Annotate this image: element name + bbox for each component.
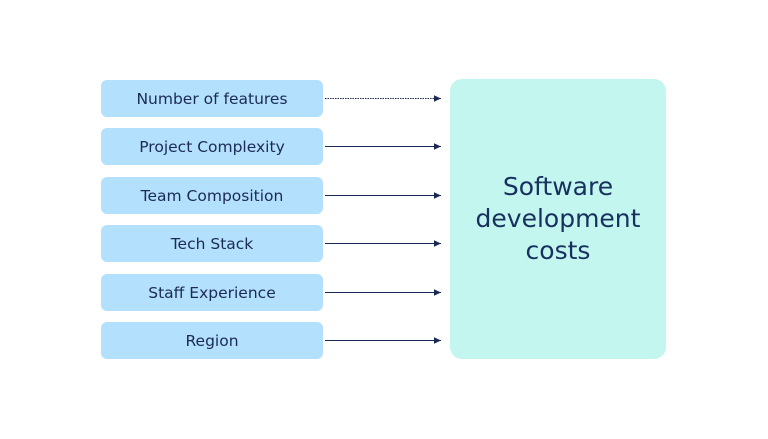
factor-tech-stack: Tech Stack <box>101 225 323 262</box>
factor-region: Region <box>101 322 323 359</box>
factor-staff-experience: Staff Experience <box>101 274 323 311</box>
target-label: Software development costs <box>475 172 641 265</box>
software-development-costs-box: Software development costs <box>450 79 666 359</box>
factor-number-of-features: Number of features <box>101 80 323 117</box>
factor-project-complexity: Project Complexity <box>101 128 323 165</box>
factor-team-composition: Team Composition <box>101 177 323 214</box>
